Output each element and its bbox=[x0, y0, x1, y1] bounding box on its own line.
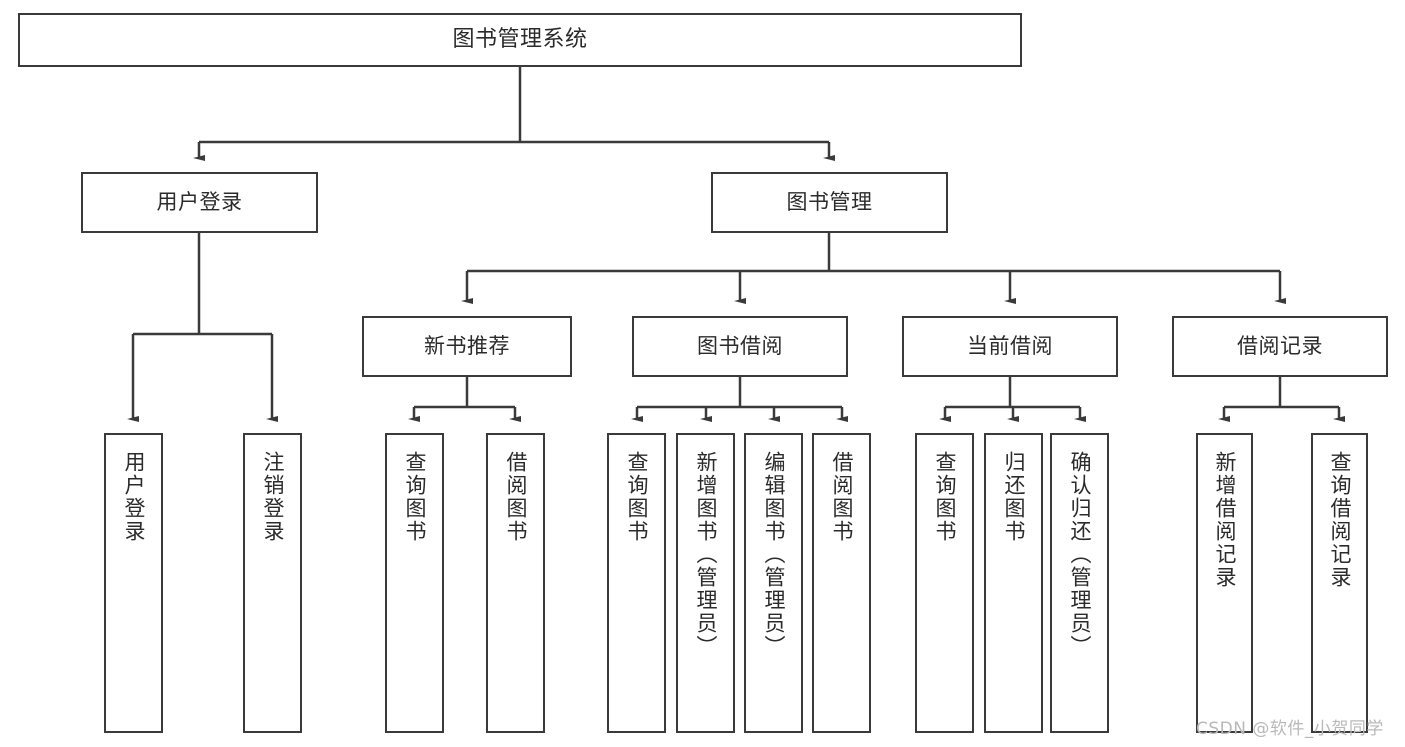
node-root[interactable]: 图书管理系统 bbox=[18, 13, 1022, 67]
node-leaf-edit-book[interactable]: 编辑图书（管理员） bbox=[744, 433, 803, 733]
node-leaf-return-book-label: 归还图书 bbox=[1002, 451, 1026, 543]
node-book-borrow-label: 图书借阅 bbox=[697, 334, 783, 359]
node-borrow-record-label: 借阅记录 bbox=[1237, 334, 1323, 359]
node-leaf-user-logout-label: 注销登录 bbox=[261, 451, 285, 543]
node-leaf-user-logout[interactable]: 注销登录 bbox=[243, 433, 302, 733]
node-leaf-add-record-label: 新增借阅记录 bbox=[1213, 451, 1237, 589]
node-leaf-query-book-3-label: 查询图书 bbox=[933, 451, 957, 543]
node-leaf-query-book-2-label: 查询图书 bbox=[625, 451, 649, 543]
node-leaf-borrow-book-1-label: 借阅图书 bbox=[504, 451, 528, 543]
node-borrow-record[interactable]: 借阅记录 bbox=[1172, 316, 1388, 377]
csdn-watermark: CSDN @软件_小贺同学 bbox=[1196, 719, 1384, 739]
node-book-manage[interactable]: 图书管理 bbox=[711, 172, 948, 233]
node-leaf-add-book[interactable]: 新增图书（管理员） bbox=[676, 433, 735, 733]
node-user-login[interactable]: 用户登录 bbox=[81, 172, 318, 233]
node-leaf-add-book-label: 新增图书（管理员） bbox=[694, 451, 718, 658]
node-leaf-user-login[interactable]: 用户登录 bbox=[104, 433, 163, 733]
node-leaf-edit-book-label: 编辑图书（管理员） bbox=[762, 451, 786, 658]
node-leaf-borrow-book-2-label: 借阅图书 bbox=[830, 451, 854, 543]
node-root-label: 图书管理系统 bbox=[452, 27, 588, 53]
node-leaf-confirm-return-label: 确认归还（管理员） bbox=[1068, 451, 1092, 658]
node-leaf-query-book-2[interactable]: 查询图书 bbox=[607, 433, 666, 733]
node-user-login-label: 用户登录 bbox=[156, 190, 243, 215]
node-current-borrow[interactable]: 当前借阅 bbox=[902, 316, 1118, 377]
node-book-manage-label: 图书管理 bbox=[786, 190, 873, 215]
node-book-borrow[interactable]: 图书借阅 bbox=[632, 316, 848, 377]
node-leaf-return-book[interactable]: 归还图书 bbox=[984, 433, 1043, 733]
node-leaf-confirm-return[interactable]: 确认归还（管理员） bbox=[1050, 433, 1109, 733]
node-leaf-query-book-3[interactable]: 查询图书 bbox=[915, 433, 974, 733]
node-leaf-borrow-book-2[interactable]: 借阅图书 bbox=[812, 433, 871, 733]
node-leaf-query-record-label: 查询借阅记录 bbox=[1328, 451, 1352, 589]
node-leaf-borrow-book-1[interactable]: 借阅图书 bbox=[486, 433, 545, 733]
node-new-book-recommend[interactable]: 新书推荐 bbox=[362, 316, 572, 377]
node-leaf-user-login-label: 用户登录 bbox=[122, 451, 146, 543]
node-leaf-add-record[interactable]: 新增借阅记录 bbox=[1196, 433, 1253, 733]
node-leaf-query-book-1[interactable]: 查询图书 bbox=[385, 433, 444, 733]
node-current-borrow-label: 当前借阅 bbox=[967, 334, 1053, 359]
node-leaf-query-book-1-label: 查询图书 bbox=[403, 451, 427, 543]
node-leaf-query-record[interactable]: 查询借阅记录 bbox=[1311, 433, 1368, 733]
node-new-book-recommend-label: 新书推荐 bbox=[424, 334, 510, 359]
